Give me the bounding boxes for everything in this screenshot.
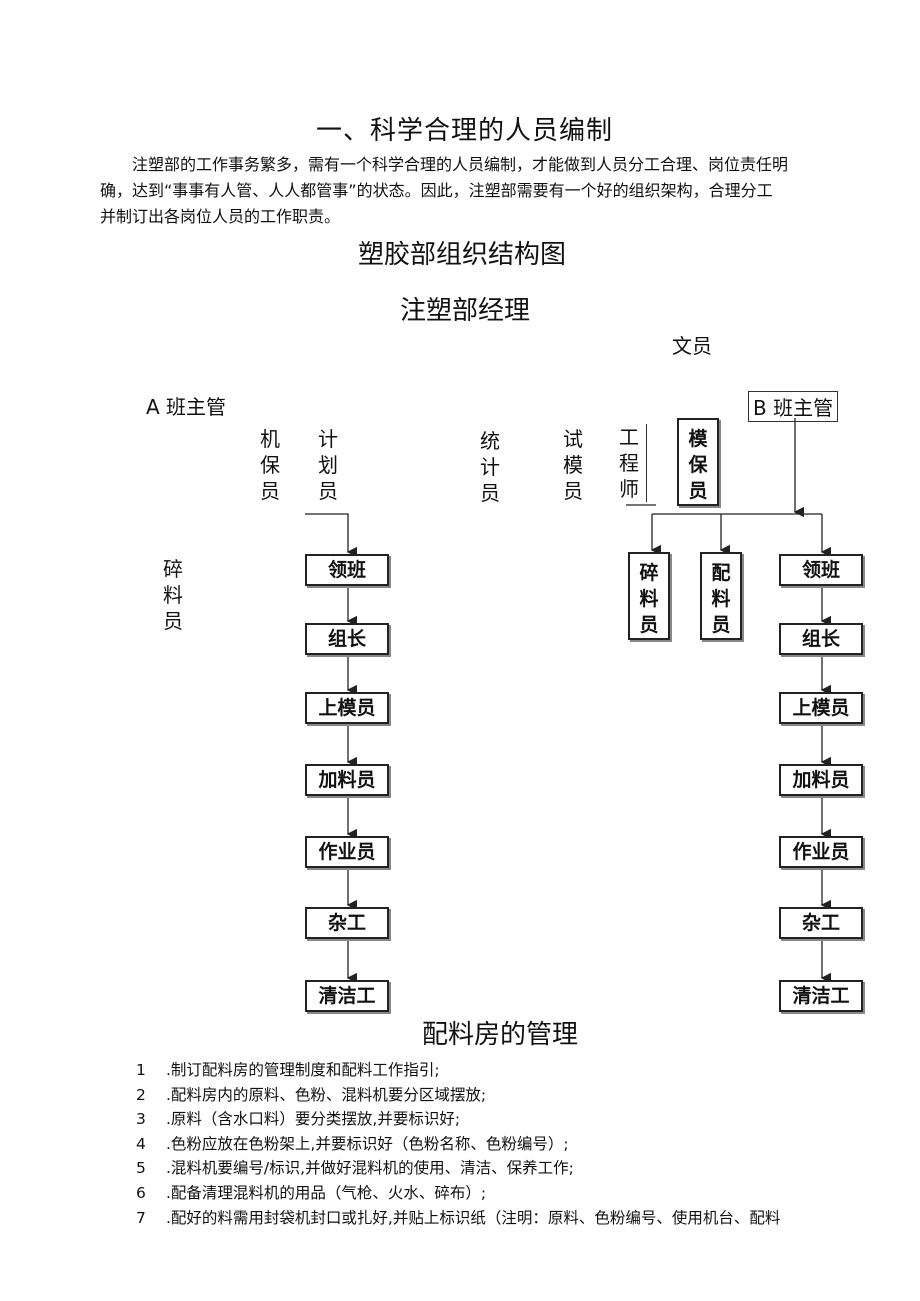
mixing-room-title: 配料房的管理: [422, 1020, 579, 1050]
org-chart-title: 塑胶部组织结构图: [358, 240, 567, 270]
char: 计: [480, 455, 500, 479]
intro-line-3: 并制订出各岗位人员的工作职责。: [100, 207, 341, 226]
list-item: 2 .配料房内的原料、色粉、混料机要分区域摆放;: [136, 1083, 780, 1108]
machine-maintenance-label: 机 保 员: [258, 426, 282, 504]
item-text: .原料（含水口料）要分类摆放,并要标识好;: [166, 1110, 461, 1129]
list-item: 6 .配备清理混料机的用品（气枪、火水、碎布）;: [136, 1181, 780, 1206]
char: 员: [318, 479, 338, 503]
item-text: .配备清理混料机的用品（气枪、火水、碎布）;: [166, 1183, 487, 1202]
char: 工: [619, 425, 639, 449]
mold-maintenance-box: 模 保 员: [677, 418, 719, 506]
engineer-label: 工 程 师: [618, 424, 647, 502]
char: 划: [318, 453, 338, 477]
b-feeder-box: 加料员: [779, 764, 863, 796]
char: 保: [688, 454, 708, 476]
item-number: 1: [136, 1061, 146, 1079]
char: 员: [480, 481, 500, 505]
a-group-leader-box: 组长: [305, 623, 389, 655]
char: 模: [688, 428, 708, 450]
item-text: .配料房内的原料、色粉、混料机要分区域摆放;: [166, 1085, 487, 1104]
char: 试: [563, 427, 583, 451]
char: 机: [260, 427, 280, 451]
char: 保: [260, 453, 280, 477]
list-item: 5 .混料机要编号/标识,并做好混料机的使用、清洁、保养工作;: [136, 1156, 780, 1181]
char: 计: [318, 427, 338, 451]
intro-paragraph: 注塑部的工作事务繁多，需有一个科学合理的人员编制，才能做到人员分工合理、岗位责任…: [100, 152, 847, 230]
clerk-label: 文员: [672, 334, 712, 358]
intro-line-1: 注塑部的工作事务繁多，需有一个科学合理的人员编制，才能做到人员分工合理、岗位责任…: [132, 155, 789, 174]
a-feeder-box: 加料员: [305, 764, 389, 796]
b-group-leader-box: 组长: [779, 623, 863, 655]
b-mold-setter-box: 上模员: [779, 692, 863, 724]
char: 料: [639, 588, 659, 610]
a-mold-setter-box: 上模员: [305, 692, 389, 724]
a-team-leader-box: 领班: [305, 554, 389, 586]
item-text: .色粉应放在色粉架上,并要标识好（色粉名称、色粉编号）;: [166, 1134, 569, 1153]
char: 员: [711, 614, 731, 636]
item-text: .混料机要编号/标识,并做好混料机的使用、清洁、保养工作;: [166, 1159, 574, 1178]
char: 料: [711, 588, 731, 610]
intro-line-2: 确，达到“事事有人管、人人都管事”的状态。因此，注塑部需要有一个好的组织架构，合…: [100, 181, 773, 200]
char: 模: [563, 453, 583, 477]
char: 员: [163, 609, 183, 633]
item-number: 7: [136, 1208, 146, 1227]
item-number: 6: [136, 1183, 146, 1202]
item-number: 2: [136, 1085, 146, 1104]
mixing-rules-list: 1 .制订配料房的管理制度和配料工作指引; 2 .配料房内的原料、色粉、混料机要分区…: [136, 1058, 780, 1230]
b-mixer-box: 配 料 员: [700, 552, 742, 640]
list-item: 7 .配好的料需用封袋机封口或扎好,并贴上标识纸（注明：原料、色粉编号、使用机台、…: [136, 1206, 780, 1231]
char: 统: [480, 429, 500, 453]
b-team-leader-box: 领班: [779, 554, 863, 586]
b-cleaner-box: 清洁工: [779, 980, 863, 1012]
crusher-left-label: 碎 料 员: [161, 556, 185, 634]
char: 师: [619, 477, 639, 501]
list-item: 4 .色粉应放在色粉架上,并要标识好（色粉名称、色粉编号）;: [136, 1132, 780, 1157]
manager-label: 注塑部经理: [400, 296, 531, 326]
char: 碎: [163, 557, 183, 581]
statistician-label: 统 计 员: [478, 428, 502, 506]
b-supervisor-label: B 班主管: [748, 391, 839, 422]
trial-mold-label: 试 模 员: [561, 426, 585, 504]
char: 员: [563, 479, 583, 503]
list-item: 1 .制订配料房的管理制度和配料工作指引;: [136, 1058, 780, 1083]
planner-label: 计 划 员: [316, 426, 340, 504]
b-operator-box: 作业员: [779, 836, 863, 868]
char: 碎: [639, 562, 659, 584]
a-operator-box: 作业员: [305, 836, 389, 868]
item-text: .制订配料房的管理制度和配料工作指引;: [166, 1061, 440, 1079]
char: 料: [163, 583, 183, 607]
char: 配: [711, 562, 731, 584]
section-title: 一、科学合理的人员编制: [316, 116, 614, 146]
char: 程: [619, 451, 639, 475]
b-handyman-box: 杂工: [779, 907, 863, 939]
a-cleaner-box: 清洁工: [305, 980, 389, 1012]
a-handyman-box: 杂工: [305, 907, 389, 939]
a-supervisor-label: A 班主管: [146, 395, 227, 419]
item-number: 3: [136, 1110, 146, 1129]
item-number: 5: [136, 1159, 146, 1178]
char: 员: [639, 614, 659, 636]
item-text: .配好的料需用封袋机封口或扎好,并贴上标识纸（注明：原料、色粉编号、使用机台、配…: [166, 1208, 781, 1227]
item-number: 4: [136, 1134, 146, 1153]
char: 员: [688, 480, 708, 502]
char: 员: [260, 479, 280, 503]
list-item: 3 .原料（含水口料）要分类摆放,并要标识好;: [136, 1107, 780, 1132]
b-crusher-box: 碎 料 员: [628, 552, 670, 640]
